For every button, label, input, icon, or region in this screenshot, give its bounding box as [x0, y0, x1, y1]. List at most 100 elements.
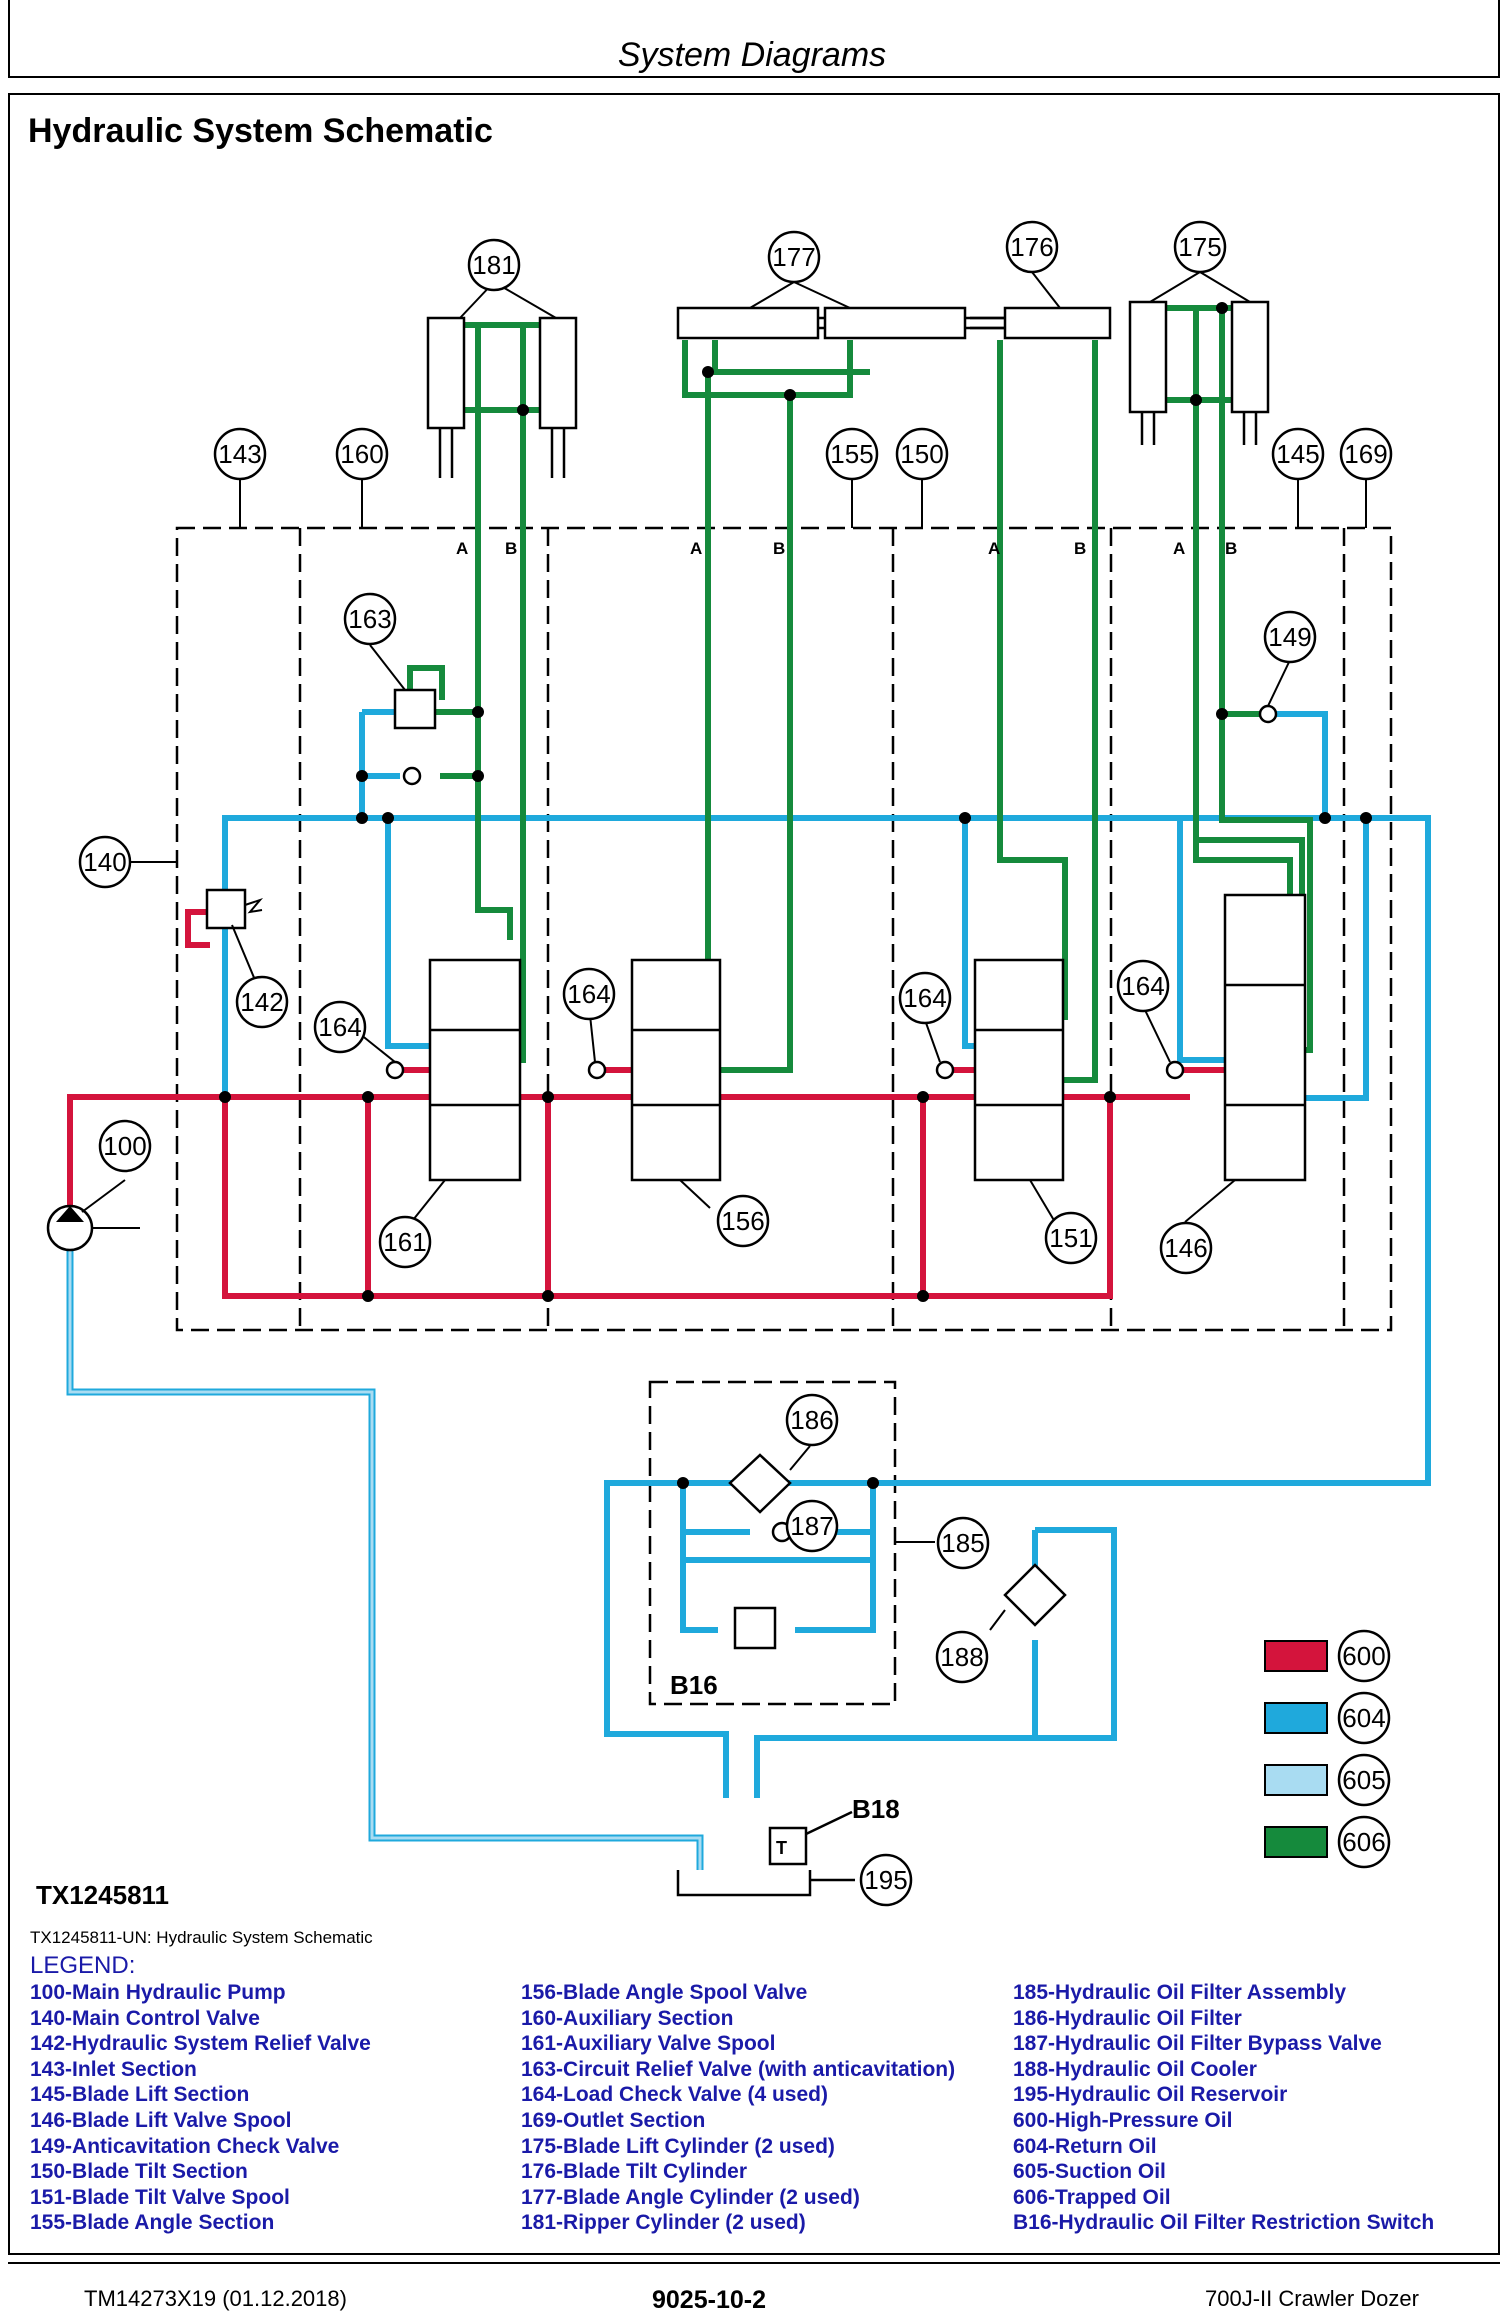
legend-item: 176-Blade Tilt Cylinder	[521, 2160, 748, 2184]
valve-sections	[175, 526, 1393, 1706]
return-lines	[222, 709, 1431, 1798]
svg-text:605: 605	[1342, 1765, 1385, 1795]
legend-item: 186-Hydraulic Oil Filter	[1013, 2006, 1242, 2030]
content-frame	[8, 93, 1500, 2255]
svg-text:149: 149	[1268, 622, 1311, 652]
callout-169: 169	[1339, 427, 1393, 481]
svg-text:164: 164	[1121, 971, 1164, 1001]
main-pump-symbol	[46, 1204, 140, 1252]
svg-text:185: 185	[941, 1528, 984, 1558]
key-605: 605	[1264, 1753, 1391, 1807]
color-key: 600 604 605 606	[1264, 1629, 1391, 1869]
svg-text:145: 145	[1276, 439, 1319, 469]
svg-text:143: 143	[218, 439, 261, 469]
callout-164-d: 164	[1116, 959, 1170, 1013]
svg-text:177: 177	[772, 242, 815, 272]
callout-164-a: 164	[313, 1000, 367, 1054]
legend-item: 187-Hydraulic Oil Filter Bypass Valve	[1013, 2032, 1382, 2056]
legend-item: 160-Auxiliary Section	[521, 2006, 734, 2030]
b16-label: B16	[670, 1670, 718, 1700]
svg-text:140: 140	[83, 847, 126, 877]
svg-text:A: A	[988, 539, 1000, 558]
figure-id: TX1245811	[36, 1880, 170, 1910]
circuit-relief-symbol	[393, 688, 437, 730]
svg-text:169: 169	[1344, 439, 1387, 469]
svg-text:186: 186	[790, 1405, 833, 1435]
svg-text:B: B	[1074, 539, 1086, 558]
legend-item: 151-Blade Tilt Valve Spool	[30, 2185, 290, 2209]
svg-text:606: 606	[1342, 1827, 1385, 1857]
valve-spools	[428, 893, 1307, 1182]
footer-machine-name: 700J-II Crawler Dozer	[1205, 2286, 1419, 2311]
svg-text:187: 187	[790, 1511, 833, 1541]
relief-valve-symbol	[205, 888, 264, 930]
t-label: T	[776, 1838, 787, 1858]
callout-142: 142	[235, 975, 289, 1029]
svg-text:155: 155	[830, 439, 873, 469]
legend-item: 146-Blade Lift Valve Spool	[30, 2108, 292, 2132]
legend-item: 600-High-Pressure Oil	[1013, 2108, 1233, 2132]
svg-text:161: 161	[383, 1227, 426, 1257]
legend-item: 195-Hydraulic Oil Reservoir	[1013, 2083, 1288, 2107]
legend-title: LEGEND:	[30, 1952, 136, 1979]
svg-text:B: B	[773, 539, 785, 558]
callout-195: 195	[859, 1853, 913, 1907]
leader-lines	[81, 271, 1367, 1631]
svg-text:188: 188	[940, 1642, 983, 1672]
callout-146: 146	[1159, 1221, 1213, 1275]
legend-item: 185-Hydraulic Oil Filter Assembly	[1013, 1981, 1347, 2004]
callout-177: 177	[767, 230, 821, 284]
legend-item: 605-Suction Oil	[1013, 2160, 1166, 2184]
svg-text:142: 142	[240, 987, 283, 1017]
svg-text:164: 164	[903, 983, 946, 1013]
svg-text:164: 164	[318, 1012, 361, 1042]
legend-column-3: 185-Hydraulic Oil Filter Assembly 186-Hy…	[1013, 1980, 1434, 2236]
filter-cooler-symbols	[728, 1453, 1067, 1650]
callout-145: 145	[1271, 427, 1325, 481]
callout-149: 149	[1263, 610, 1317, 664]
legend-item: 163-Circuit Relief Valve (with anticavit…	[521, 2057, 956, 2081]
legend-item: 150-Blade Tilt Section	[30, 2160, 248, 2184]
callout-186: 186	[785, 1393, 839, 1447]
callout-185: 185	[936, 1516, 990, 1570]
legend-item: 177-Blade Angle Cylinder (2 used)	[521, 2185, 860, 2209]
svg-text:164: 164	[567, 979, 610, 1009]
callout-161: 161	[378, 1215, 432, 1269]
svg-text:156: 156	[721, 1206, 764, 1236]
legend-item: 161-Auxiliary Valve Spool	[521, 2032, 776, 2056]
callout-143: 143	[213, 427, 267, 481]
svg-text:B: B	[505, 539, 517, 558]
legend-item: 606-Trapped Oil	[1013, 2185, 1171, 2209]
svg-text:600: 600	[1342, 1641, 1385, 1671]
callout-156: 156	[716, 1194, 770, 1248]
legend-item: 149-Anticavitation Check Valve	[30, 2134, 340, 2158]
check-valves	[385, 704, 1278, 1543]
legend-item: 604-Return Oil	[1013, 2134, 1157, 2158]
svg-text:B: B	[1225, 539, 1237, 558]
key-604: 604	[1264, 1691, 1391, 1745]
callout-155: 155	[825, 427, 879, 481]
legend-item: B16-Hydraulic Oil Filter Restriction Swi…	[1013, 2211, 1435, 2235]
footer-page-number: 9025-10-2	[652, 2286, 766, 2314]
callout-100: 100	[98, 1119, 152, 1173]
callout-163: 163	[343, 592, 397, 646]
svg-text:604: 604	[1342, 1703, 1385, 1733]
svg-text:A: A	[1173, 539, 1185, 558]
legend-item: 169-Outlet Section	[521, 2108, 706, 2132]
b18-label: B18	[852, 1794, 900, 1824]
callout-150: 150	[895, 427, 949, 481]
key-606: 606	[1264, 1815, 1391, 1869]
callouts: 181 177 176 175 143 160 155 150 145 169 …	[78, 220, 1393, 1907]
svg-text:A: A	[456, 539, 468, 558]
legend-item: 155-Blade Angle Section	[30, 2211, 275, 2235]
callout-188: 188	[935, 1630, 989, 1684]
key-600: 600	[1264, 1629, 1391, 1683]
svg-text:176: 176	[1010, 232, 1053, 262]
section-title: Hydraulic System Schematic	[28, 112, 493, 150]
svg-text:100: 100	[103, 1131, 146, 1161]
header-frame	[8, 0, 1500, 78]
callout-160: 160	[335, 427, 389, 481]
legend-item: 156-Blade Angle Spool Valve	[521, 1981, 808, 2004]
callout-181: 181	[467, 238, 521, 292]
